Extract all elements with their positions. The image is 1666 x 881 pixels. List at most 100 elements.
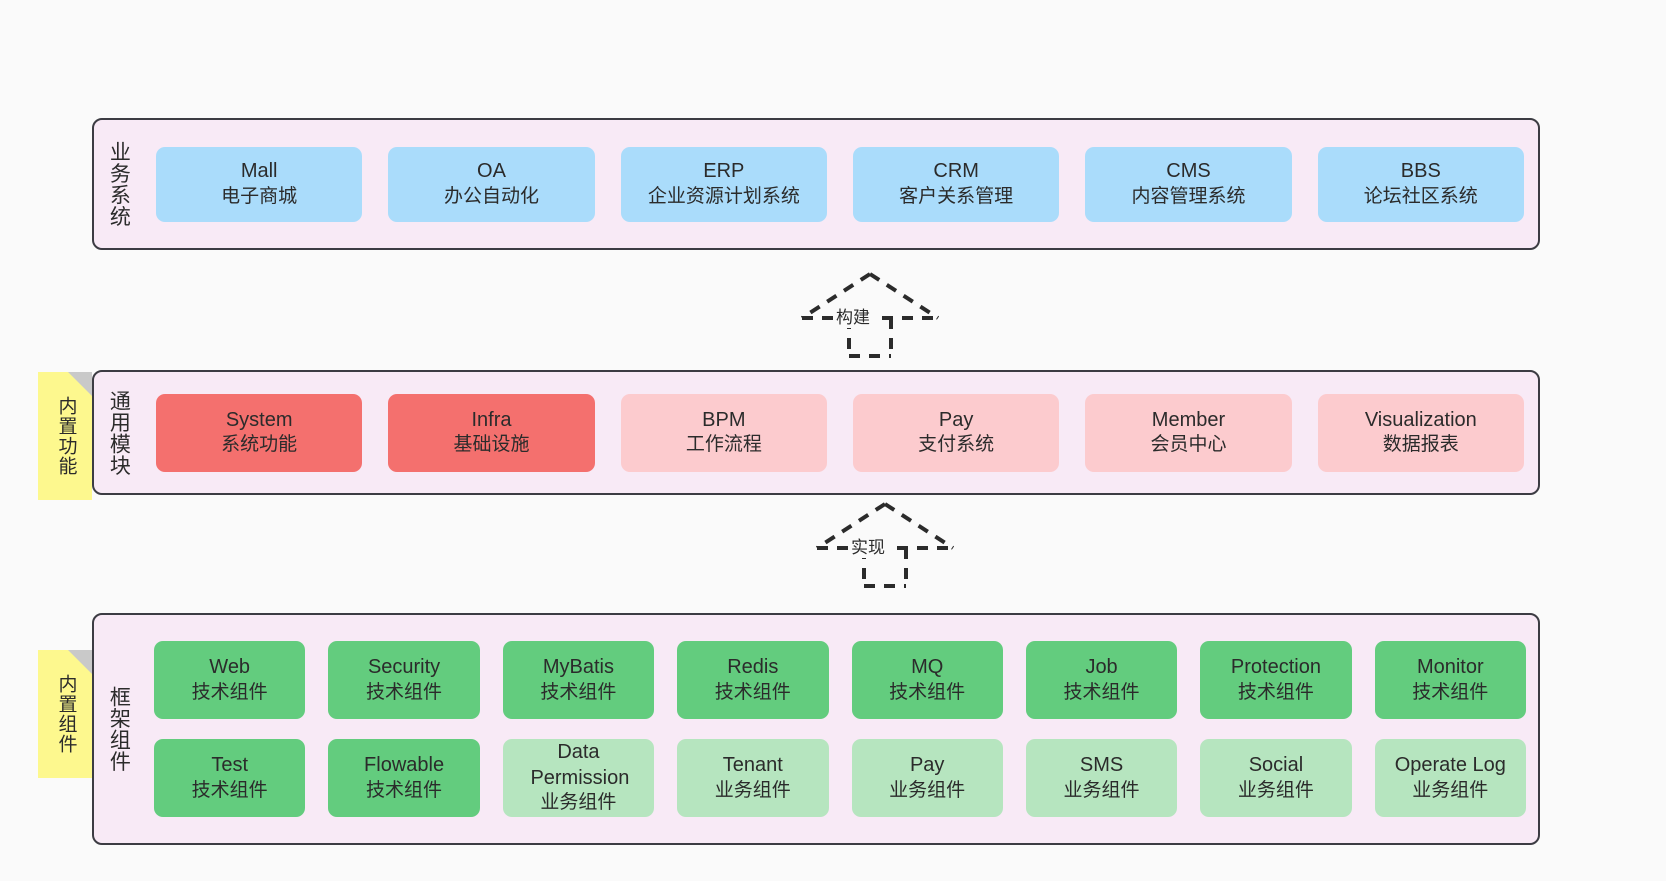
note-fold-corner-icon xyxy=(68,650,92,674)
card-subtitle: 技术组件 xyxy=(366,681,443,703)
card-title: Member xyxy=(1151,408,1226,431)
card-title: Pay xyxy=(938,408,974,431)
card-title: Web xyxy=(209,656,251,679)
connector-implement: 实现 xyxy=(810,498,960,588)
card-subtitle: 业务组件 xyxy=(889,779,966,801)
card-title: CRM xyxy=(933,160,979,183)
connector-build: 构建 xyxy=(795,268,945,358)
card-row: Mall 电子商城 OA 办公自动化 ERP 企业资源计划系统 CRM 客户关系… xyxy=(156,146,1524,222)
card-subtitle: 技术组件 xyxy=(1063,681,1140,703)
card-monitor[interactable]: Monitor 技术组件 xyxy=(1374,641,1526,719)
note-builtin-component: 内置组件 xyxy=(38,650,92,778)
card-title: Pay xyxy=(909,754,945,777)
card-title: MyBatis xyxy=(542,656,614,679)
card-title: Tenant xyxy=(722,754,783,777)
card-title: BBS xyxy=(1400,160,1441,183)
card-title: Monitor xyxy=(1416,656,1484,679)
card-title: SMS xyxy=(1079,754,1124,777)
card-tenant[interactable]: Tenant 业务组件 xyxy=(677,739,829,817)
card-subtitle: 内容管理系统 xyxy=(1131,185,1246,207)
connector-implement-label: 实现 xyxy=(848,533,888,558)
connector-build-label: 构建 xyxy=(833,303,873,328)
card-row-tech: Web 技术组件 Security 技术组件 MyBatis 技术组件 Redi… xyxy=(154,641,1526,719)
card-title: OA xyxy=(477,160,506,183)
card-subtitle: 业务组件 xyxy=(714,779,791,801)
layer-body-framework-component: Web 技术组件 Security 技术组件 MyBatis 技术组件 Redi… xyxy=(142,615,1538,843)
card-cms[interactable]: CMS 内容管理系统 xyxy=(1085,146,1292,222)
card-row-biz: Test 技术组件 Flowable 技术组件 Data Permission … xyxy=(154,739,1526,817)
card-subtitle: 数据报表 xyxy=(1382,434,1459,456)
card-title: Visualization xyxy=(1364,408,1477,431)
card-system[interactable]: System 系统功能 xyxy=(156,393,363,472)
card-bpm[interactable]: BPM 工作流程 xyxy=(620,393,827,472)
card-subtitle: 技术组件 xyxy=(1237,681,1314,703)
card-subtitle: 电子商城 xyxy=(221,185,298,207)
card-web[interactable]: Web 技术组件 xyxy=(154,641,306,719)
card-subtitle: 客户关系管理 xyxy=(899,185,1014,207)
card-oa[interactable]: OA 办公自动化 xyxy=(388,146,595,222)
card-subtitle: 业务组件 xyxy=(1063,779,1140,801)
card-title: BPM xyxy=(702,408,746,431)
card-title: Redis xyxy=(727,656,779,679)
card-title: Flowable xyxy=(364,754,445,777)
card-member[interactable]: Member 会员中心 xyxy=(1085,393,1292,472)
card-subtitle: 技术组件 xyxy=(366,779,443,801)
card-subtitle: 技术组件 xyxy=(889,681,966,703)
card-title: System xyxy=(225,408,293,431)
card-title: Infra xyxy=(471,408,512,431)
card-social[interactable]: Social 业务组件 xyxy=(1200,739,1352,817)
card-subtitle: 技术组件 xyxy=(1412,681,1489,703)
card-crm[interactable]: CRM 客户关系管理 xyxy=(852,146,1060,222)
note-label: 内置组件 xyxy=(55,674,77,754)
card-title: Protection xyxy=(1230,656,1321,679)
card-job[interactable]: Job 技术组件 xyxy=(1025,641,1178,719)
card-subtitle: 论坛社区系统 xyxy=(1363,185,1478,207)
card-erp[interactable]: ERP 企业资源计划系统 xyxy=(620,146,827,222)
card-test[interactable]: Test 技术组件 xyxy=(154,739,306,817)
card-protection[interactable]: Protection 技术组件 xyxy=(1200,641,1352,719)
layer-title-business-system: 业务系统 xyxy=(107,141,131,227)
card-subtitle: 技术组件 xyxy=(191,779,268,801)
card-title: Mall xyxy=(240,160,278,183)
card-title: Test xyxy=(211,754,249,777)
card-subtitle: 业务组件 xyxy=(540,792,617,814)
note-fold-corner-icon xyxy=(68,372,92,396)
card-redis[interactable]: Redis 技术组件 xyxy=(677,641,829,719)
card-bbs[interactable]: BBS 论坛社区系统 xyxy=(1317,146,1524,222)
card-pay-module[interactable]: Pay 支付系统 xyxy=(852,393,1060,472)
layer-title-common-module: 通用模块 xyxy=(107,389,131,476)
layer-common-module: 通用模块 System 系统功能 Infra 基础设施 BPM 工作流程 Pay xyxy=(92,370,1540,495)
card-mq[interactable]: MQ 技术组件 xyxy=(851,641,1003,719)
layer-business-system: 业务系统 Mall 电子商城 OA 办公自动化 ERP 企业资源计划系统 CRM xyxy=(92,118,1540,250)
card-subtitle: 会员中心 xyxy=(1150,434,1227,456)
card-subtitle: 办公自动化 xyxy=(443,185,539,207)
card-pay-component[interactable]: Pay 业务组件 xyxy=(851,739,1003,817)
card-sms[interactable]: SMS 业务组件 xyxy=(1025,739,1178,817)
card-operate-log[interactable]: Operate Log 业务组件 xyxy=(1374,739,1526,817)
card-title: ERP xyxy=(703,160,745,183)
card-title: Security xyxy=(367,656,441,679)
layer-title-framework-component: 框架组件 xyxy=(107,686,131,772)
card-title: MQ xyxy=(911,656,944,679)
card-security[interactable]: Security 技术组件 xyxy=(328,641,480,719)
layer-body-common-module: System 系统功能 Infra 基础设施 BPM 工作流程 Pay 支付系统… xyxy=(142,372,1538,493)
card-title: Job xyxy=(1085,656,1118,679)
card-subtitle: 业务组件 xyxy=(1237,779,1314,801)
card-subtitle: 支付系统 xyxy=(918,434,995,456)
card-title: Social xyxy=(1248,754,1304,777)
card-visualization[interactable]: Visualization 数据报表 xyxy=(1317,393,1524,472)
card-title: Operate Log xyxy=(1394,754,1506,777)
layer-framework-component: 框架组件 Web 技术组件 Security 技术组件 MyBatis 技术组件… xyxy=(92,613,1540,845)
card-row: System 系统功能 Infra 基础设施 BPM 工作流程 Pay 支付系统… xyxy=(156,393,1524,472)
card-mybatis[interactable]: MyBatis 技术组件 xyxy=(502,641,655,719)
card-title: Data Permission xyxy=(530,741,630,789)
card-subtitle: 基础设施 xyxy=(453,434,530,456)
card-infra[interactable]: Infra 基础设施 xyxy=(388,393,595,472)
card-flowable[interactable]: Flowable 技术组件 xyxy=(328,739,480,817)
card-subtitle: 工作流程 xyxy=(685,434,762,456)
layer-body-business-system: Mall 电子商城 OA 办公自动化 ERP 企业资源计划系统 CRM 客户关系… xyxy=(142,120,1538,248)
card-mall[interactable]: Mall 电子商城 xyxy=(156,146,363,222)
card-data-permission[interactable]: Data Permission 业务组件 xyxy=(502,739,655,817)
card-subtitle: 企业资源计划系统 xyxy=(647,185,800,207)
